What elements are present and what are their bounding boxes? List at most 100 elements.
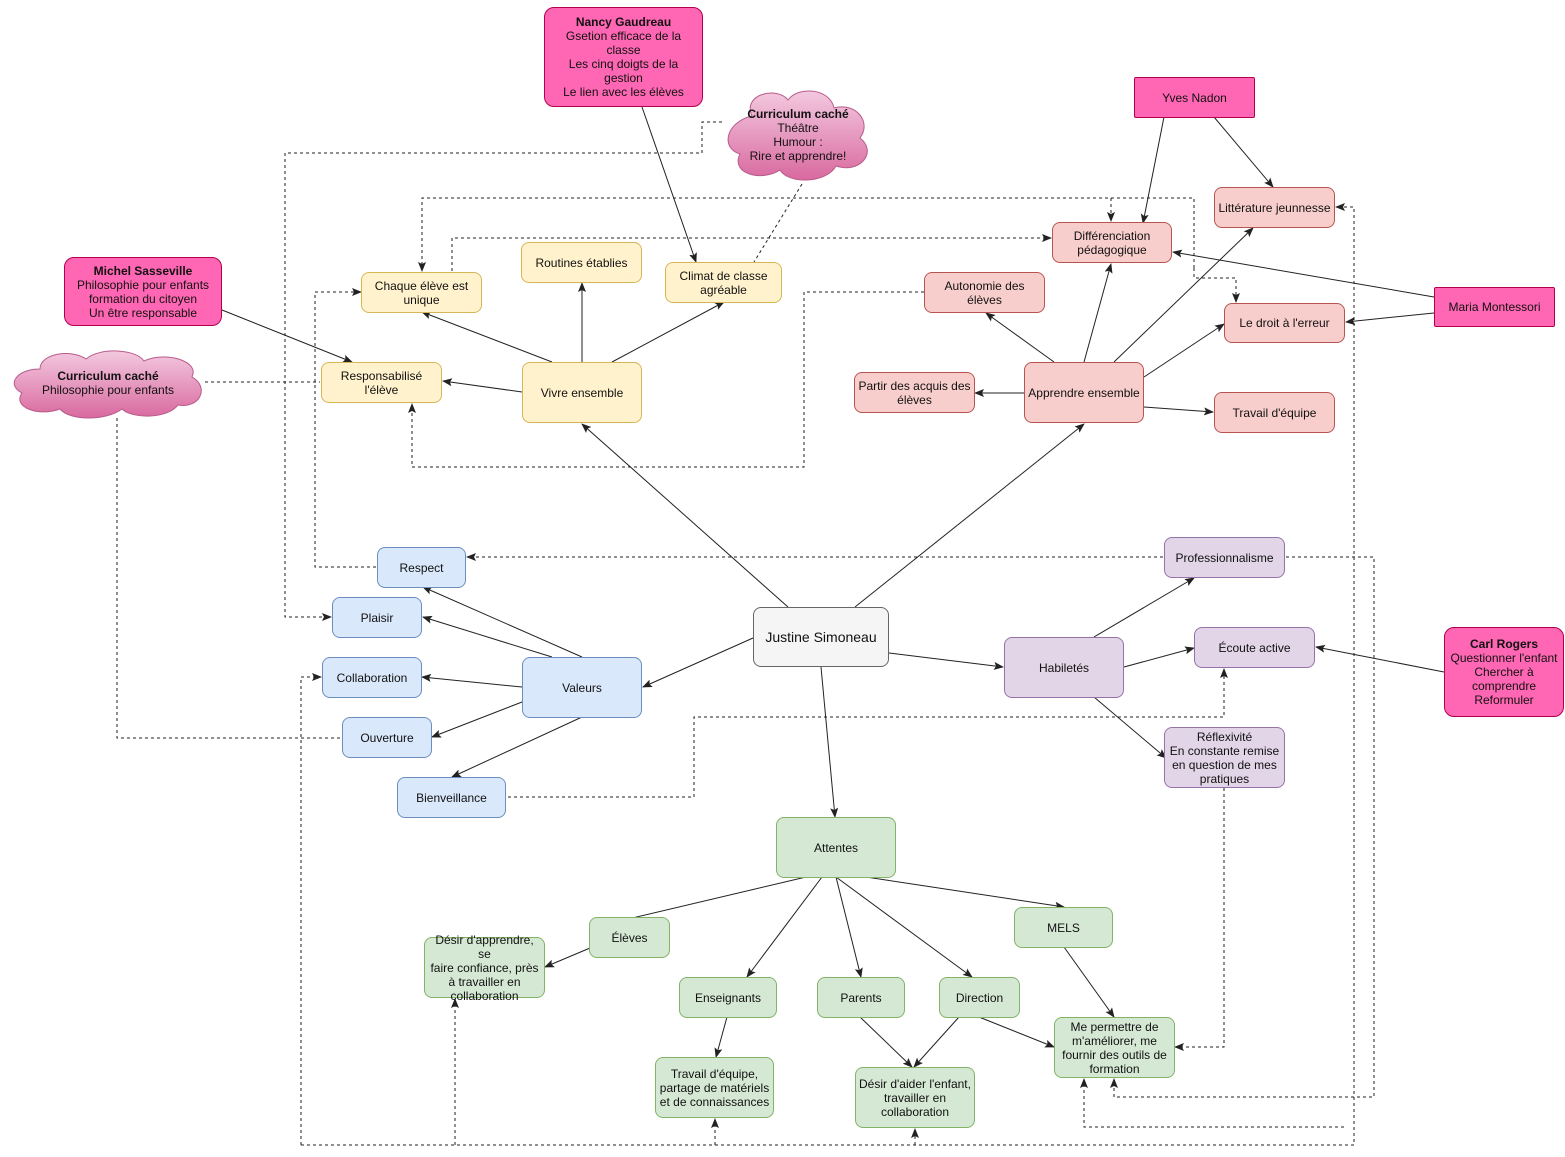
dash-top-loop <box>418 197 1195 272</box>
edge-enseignants-travail <box>714 1016 728 1058</box>
edge-yves-differenciation <box>1140 116 1165 224</box>
edge-apprendre-differenciation <box>1083 263 1113 363</box>
node-valeurs[interactable]: Valeurs <box>522 657 642 718</box>
edge-parents-desir <box>859 1016 913 1068</box>
node-label: Différenciation pédagogique <box>1073 228 1151 257</box>
node-label: Attentes <box>813 840 859 855</box>
node-desir-aider[interactable]: Désir d'aider l'enfant, travailler en co… <box>855 1067 975 1128</box>
node-label: Réflexivité En constante remise en quest… <box>1169 729 1280 786</box>
node-label: Me permettre de m'améliorer, me fournir … <box>1062 1019 1167 1076</box>
node-label: Chaque élève est unique <box>374 278 469 307</box>
author-title: Nancy Gaudreau <box>575 15 672 29</box>
node-label: Justine Simoneau <box>765 629 877 645</box>
edge-eleves-desir <box>544 947 591 968</box>
node-ouverture[interactable]: Ouverture <box>342 717 432 758</box>
node-label: Ouverture <box>360 730 414 745</box>
author-body: Gsetion efficace de la classe Les cinq d… <box>563 29 684 99</box>
node-apprendre-ensemble[interactable]: Apprendre ensemble <box>1024 362 1144 423</box>
node-professionnalisme[interactable]: Professionnalisme <box>1164 537 1285 578</box>
dash-bottom-collab <box>300 673 322 1145</box>
node-enseignants[interactable]: Enseignants <box>679 977 777 1018</box>
edge-center-vivre <box>581 423 789 608</box>
node-responsabilise[interactable]: Responsabilisé l'élève <box>321 362 442 403</box>
node-label: Valeurs <box>562 680 602 695</box>
node-autonomie[interactable]: Autonomie des élèves <box>924 272 1045 313</box>
dash-cloudleft-ouverture <box>116 418 341 739</box>
cloud-shape-icon <box>13 350 202 419</box>
node-label: Routines établies <box>535 255 628 270</box>
edge-attentes-enseignants <box>746 876 823 978</box>
node-me-permettre[interactable]: Me permettre de m'améliorer, me fournir … <box>1054 1017 1175 1078</box>
node-chaque-eleve-unique[interactable]: Chaque élève est unique <box>361 272 482 313</box>
cloud-title: Curriculum caché <box>57 369 159 383</box>
dashed-edges <box>116 121 1375 1146</box>
edge-valeurs-collaboration <box>421 673 523 688</box>
dash-respect-chaque <box>314 288 376 568</box>
edge-attentes-mels <box>865 876 1065 910</box>
node-differenciation[interactable]: Différenciation pédagogique <box>1052 222 1172 263</box>
dash-bottom-line <box>301 203 1355 1146</box>
dash-cloud-plaisir <box>284 121 722 621</box>
node-label: Bienveillance <box>416 790 487 805</box>
node-droit-erreur[interactable]: Le droit à l'erreur <box>1224 303 1345 343</box>
node-label: Professionnalisme <box>1175 550 1274 565</box>
node-plaisir[interactable]: Plaisir <box>332 597 422 638</box>
edge-vivre-responsabilise <box>442 378 523 393</box>
node-climat-classe[interactable]: Climat de classe agréable <box>665 262 782 303</box>
node-partir-acquis[interactable]: Partir des acquis des élèves <box>854 372 975 413</box>
cloud-title: Curriculum caché <box>747 107 849 121</box>
author-title: Michel Sasseville <box>93 263 193 278</box>
node-habiletes[interactable]: Habiletés <box>1004 637 1124 698</box>
author-body: Questionner l'enfant Chercher à comprend… <box>1450 651 1558 707</box>
node-routines-etablies[interactable]: Routines établies <box>521 242 642 283</box>
node-respect[interactable]: Respect <box>377 547 466 588</box>
node-label: Plaisir <box>360 610 394 625</box>
node-parents[interactable]: Parents <box>817 977 905 1018</box>
edge-attentes-direction <box>835 876 973 978</box>
cloud-body: Théâtre Humour : Rire et apprendre! <box>749 121 847 163</box>
node-travail-equipe[interactable]: Travail d'équipe <box>1214 392 1335 433</box>
node-travail-partage[interactable]: Travail d'équipe, partage de matériels e… <box>655 1057 774 1118</box>
edge-center-attentes <box>820 666 839 818</box>
node-direction[interactable]: Direction <box>939 977 1020 1018</box>
node-justine-simoneau[interactable]: Justine Simoneau <box>753 607 889 667</box>
dash-chaque-diff <box>451 234 1052 271</box>
edge-yves-litterature <box>1213 116 1274 188</box>
edge-direction-permettre <box>978 1016 1055 1048</box>
node-mels[interactable]: MELS <box>1014 907 1113 948</box>
node-label: Climat de classe agréable <box>679 268 768 297</box>
dash-bienv-ecoute <box>508 668 1228 798</box>
node-litterature-jeunesse[interactable]: Littérature jeunnesse <box>1214 187 1335 228</box>
dash-prof-permettre <box>1110 556 1375 1098</box>
node-ecoute-active[interactable]: Écoute active <box>1194 627 1315 668</box>
edge-attentes-parents <box>835 876 863 978</box>
node-label: Désir d'apprendre, se faire confiance, p… <box>430 932 539 1003</box>
node-yves-nadon[interactable]: Yves Nadon <box>1134 77 1255 118</box>
node-label: Travail d'équipe, partage de matériels e… <box>659 1066 770 1109</box>
node-label: Écoute active <box>1218 640 1291 655</box>
node-attentes[interactable]: Attentes <box>776 817 896 878</box>
node-desir-apprendre[interactable]: Désir d'apprendre, se faire confiance, p… <box>424 933 545 1003</box>
node-label: Parents <box>840 990 882 1005</box>
node-collaboration[interactable]: Collaboration <box>322 657 422 698</box>
edge-habiletes-ecoute <box>1123 646 1195 668</box>
edge-vivre-climat <box>611 301 725 363</box>
node-vivre-ensemble[interactable]: Vivre ensemble <box>522 362 642 423</box>
edge-apprendre-travail <box>1143 406 1214 416</box>
node-label: Travail d'équipe <box>1232 405 1317 420</box>
dash-refl-permettre <box>1174 788 1225 1051</box>
node-label: Responsabilisé l'élève <box>340 368 423 397</box>
node-reflexivite[interactable]: Réflexivité En constante remise en quest… <box>1164 727 1285 788</box>
node-maria-montessori[interactable]: Maria Montessori <box>1434 287 1555 327</box>
node-eleves[interactable]: Élèves <box>589 917 670 958</box>
node-bienveillance[interactable]: Bienveillance <box>397 777 506 818</box>
